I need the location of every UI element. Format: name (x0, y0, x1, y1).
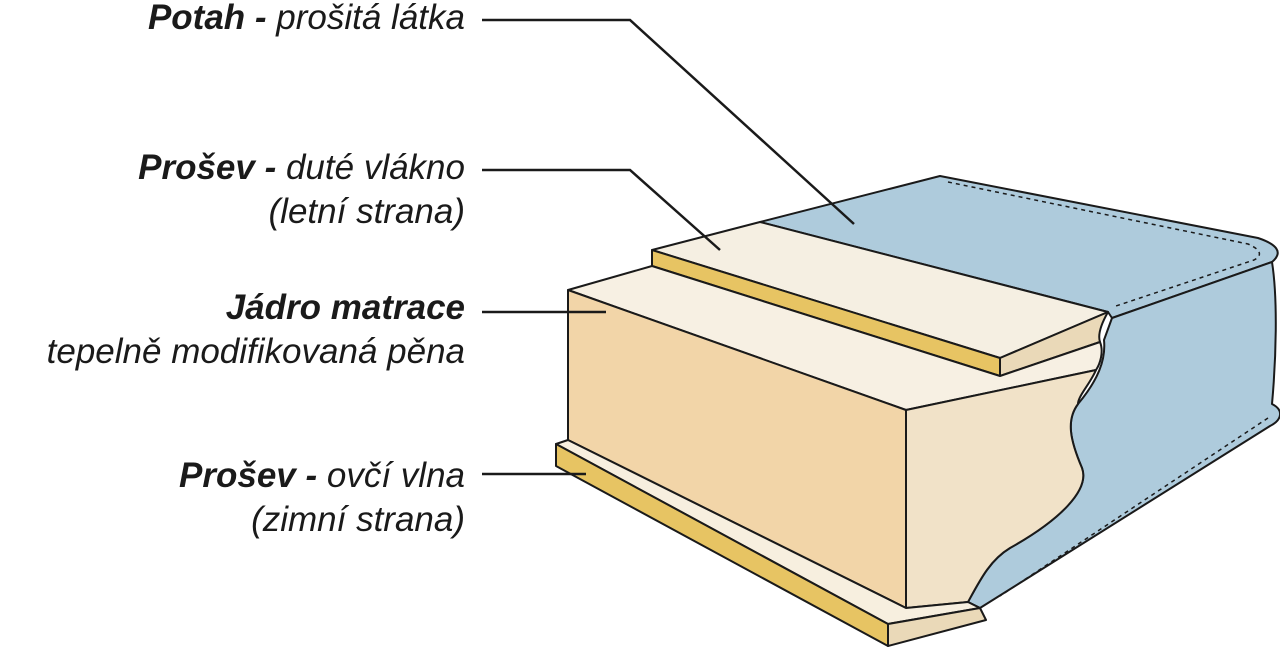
leader-line-prosev-top (482, 168, 721, 251)
label-prosev-top-line2: (letní strana) (268, 192, 465, 231)
leader-line-potah (482, 18, 855, 225)
core-side (905, 369, 1097, 609)
label-prosev-bottom: Prošev - ovčí vlna (zimní strana) (179, 454, 465, 542)
top-fiber-layer (651, 221, 1109, 377)
bottom-wool-side (887, 607, 987, 647)
core-layer (567, 265, 1103, 609)
leader-lines (482, 18, 855, 476)
label-potah-rest: prošitá látka (276, 0, 465, 37)
label-prosev-top: Prošev - duté vlákno (letní strana) (138, 146, 465, 234)
label-prosev-top-bold: Prošev - (138, 148, 286, 187)
label-jadro-bold: Jádro matrace (225, 288, 465, 327)
cover-seam-bottom (999, 417, 1269, 597)
label-potah: Potah - prošitá látka (148, 0, 465, 40)
label-prosev-bottom-rest: ovčí vlna (326, 456, 465, 495)
label-prosev-top-rest: duté vlákno (285, 148, 465, 187)
label-jadro-line2: tepelně modifikovaná pěna (46, 332, 465, 371)
label-prosev-bottom-line2: (zimní strana) (251, 500, 465, 539)
label-prosev-bottom-bold: Prošev - (179, 456, 327, 495)
bottom-wool-layer (555, 439, 987, 647)
cover-seam-top (947, 181, 1261, 307)
label-jadro: Jádro matrace tepelně modifikovaná pěna (47, 286, 465, 374)
label-potah-bold: Potah - (147, 0, 277, 37)
